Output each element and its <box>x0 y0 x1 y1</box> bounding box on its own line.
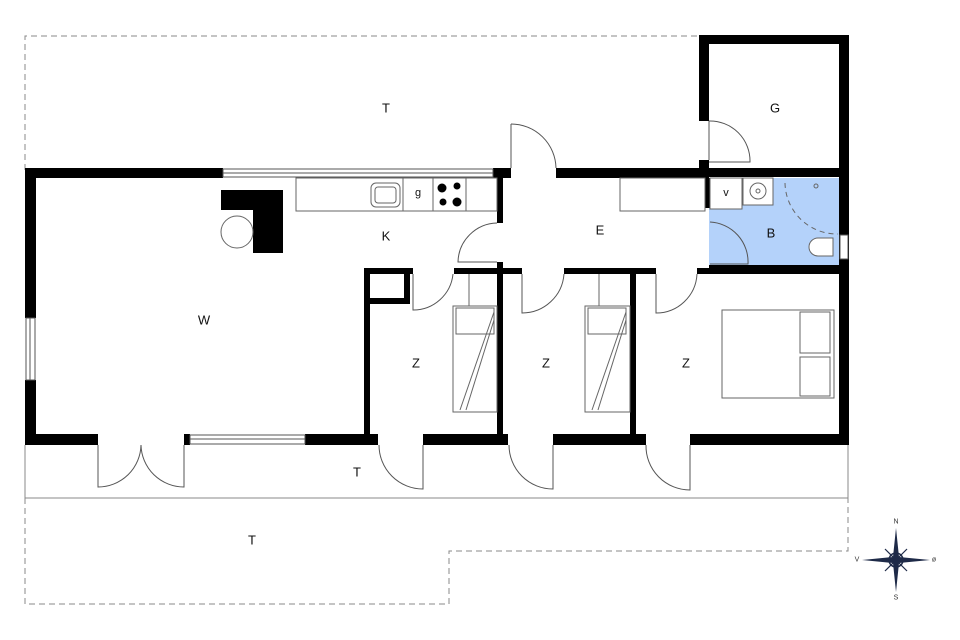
room-label-bedroom-3: Z <box>682 355 690 371</box>
walls <box>25 35 849 445</box>
room-label-bathroom: B <box>766 225 776 241</box>
beds <box>452 274 835 413</box>
room-label-kitchen: K <box>381 228 391 244</box>
windows <box>25 168 849 445</box>
room-label-bedroom-2: Z <box>542 355 550 371</box>
sink-label: v <box>723 187 729 199</box>
compass-west: V <box>854 556 860 564</box>
terrace-covered-outline <box>24 440 849 499</box>
room-label-terrace-south: T <box>248 532 256 548</box>
stove-icon <box>437 182 462 207</box>
room-label-annex: G <box>769 100 781 116</box>
wardrobe <box>619 177 706 212</box>
round-table <box>220 215 254 249</box>
room-label-terrace-north: T <box>382 100 390 116</box>
compass-south: S <box>893 594 899 602</box>
room-label-living: W <box>197 312 211 328</box>
compass-east: ø <box>931 556 937 564</box>
room-label-terrace-covered: T <box>353 464 361 480</box>
bathroom-fixtures <box>709 177 839 257</box>
room-label-entrance: E <box>595 222 605 238</box>
doors <box>97 120 751 491</box>
terrace-outline <box>24 35 849 605</box>
fireplace <box>221 190 283 253</box>
room-label-bedroom-1: Z <box>412 355 420 371</box>
compass-rose-icon <box>862 528 930 592</box>
compass-north: N <box>893 518 899 526</box>
kitchen-counter <box>295 177 498 212</box>
appliance-label: g <box>414 187 422 199</box>
